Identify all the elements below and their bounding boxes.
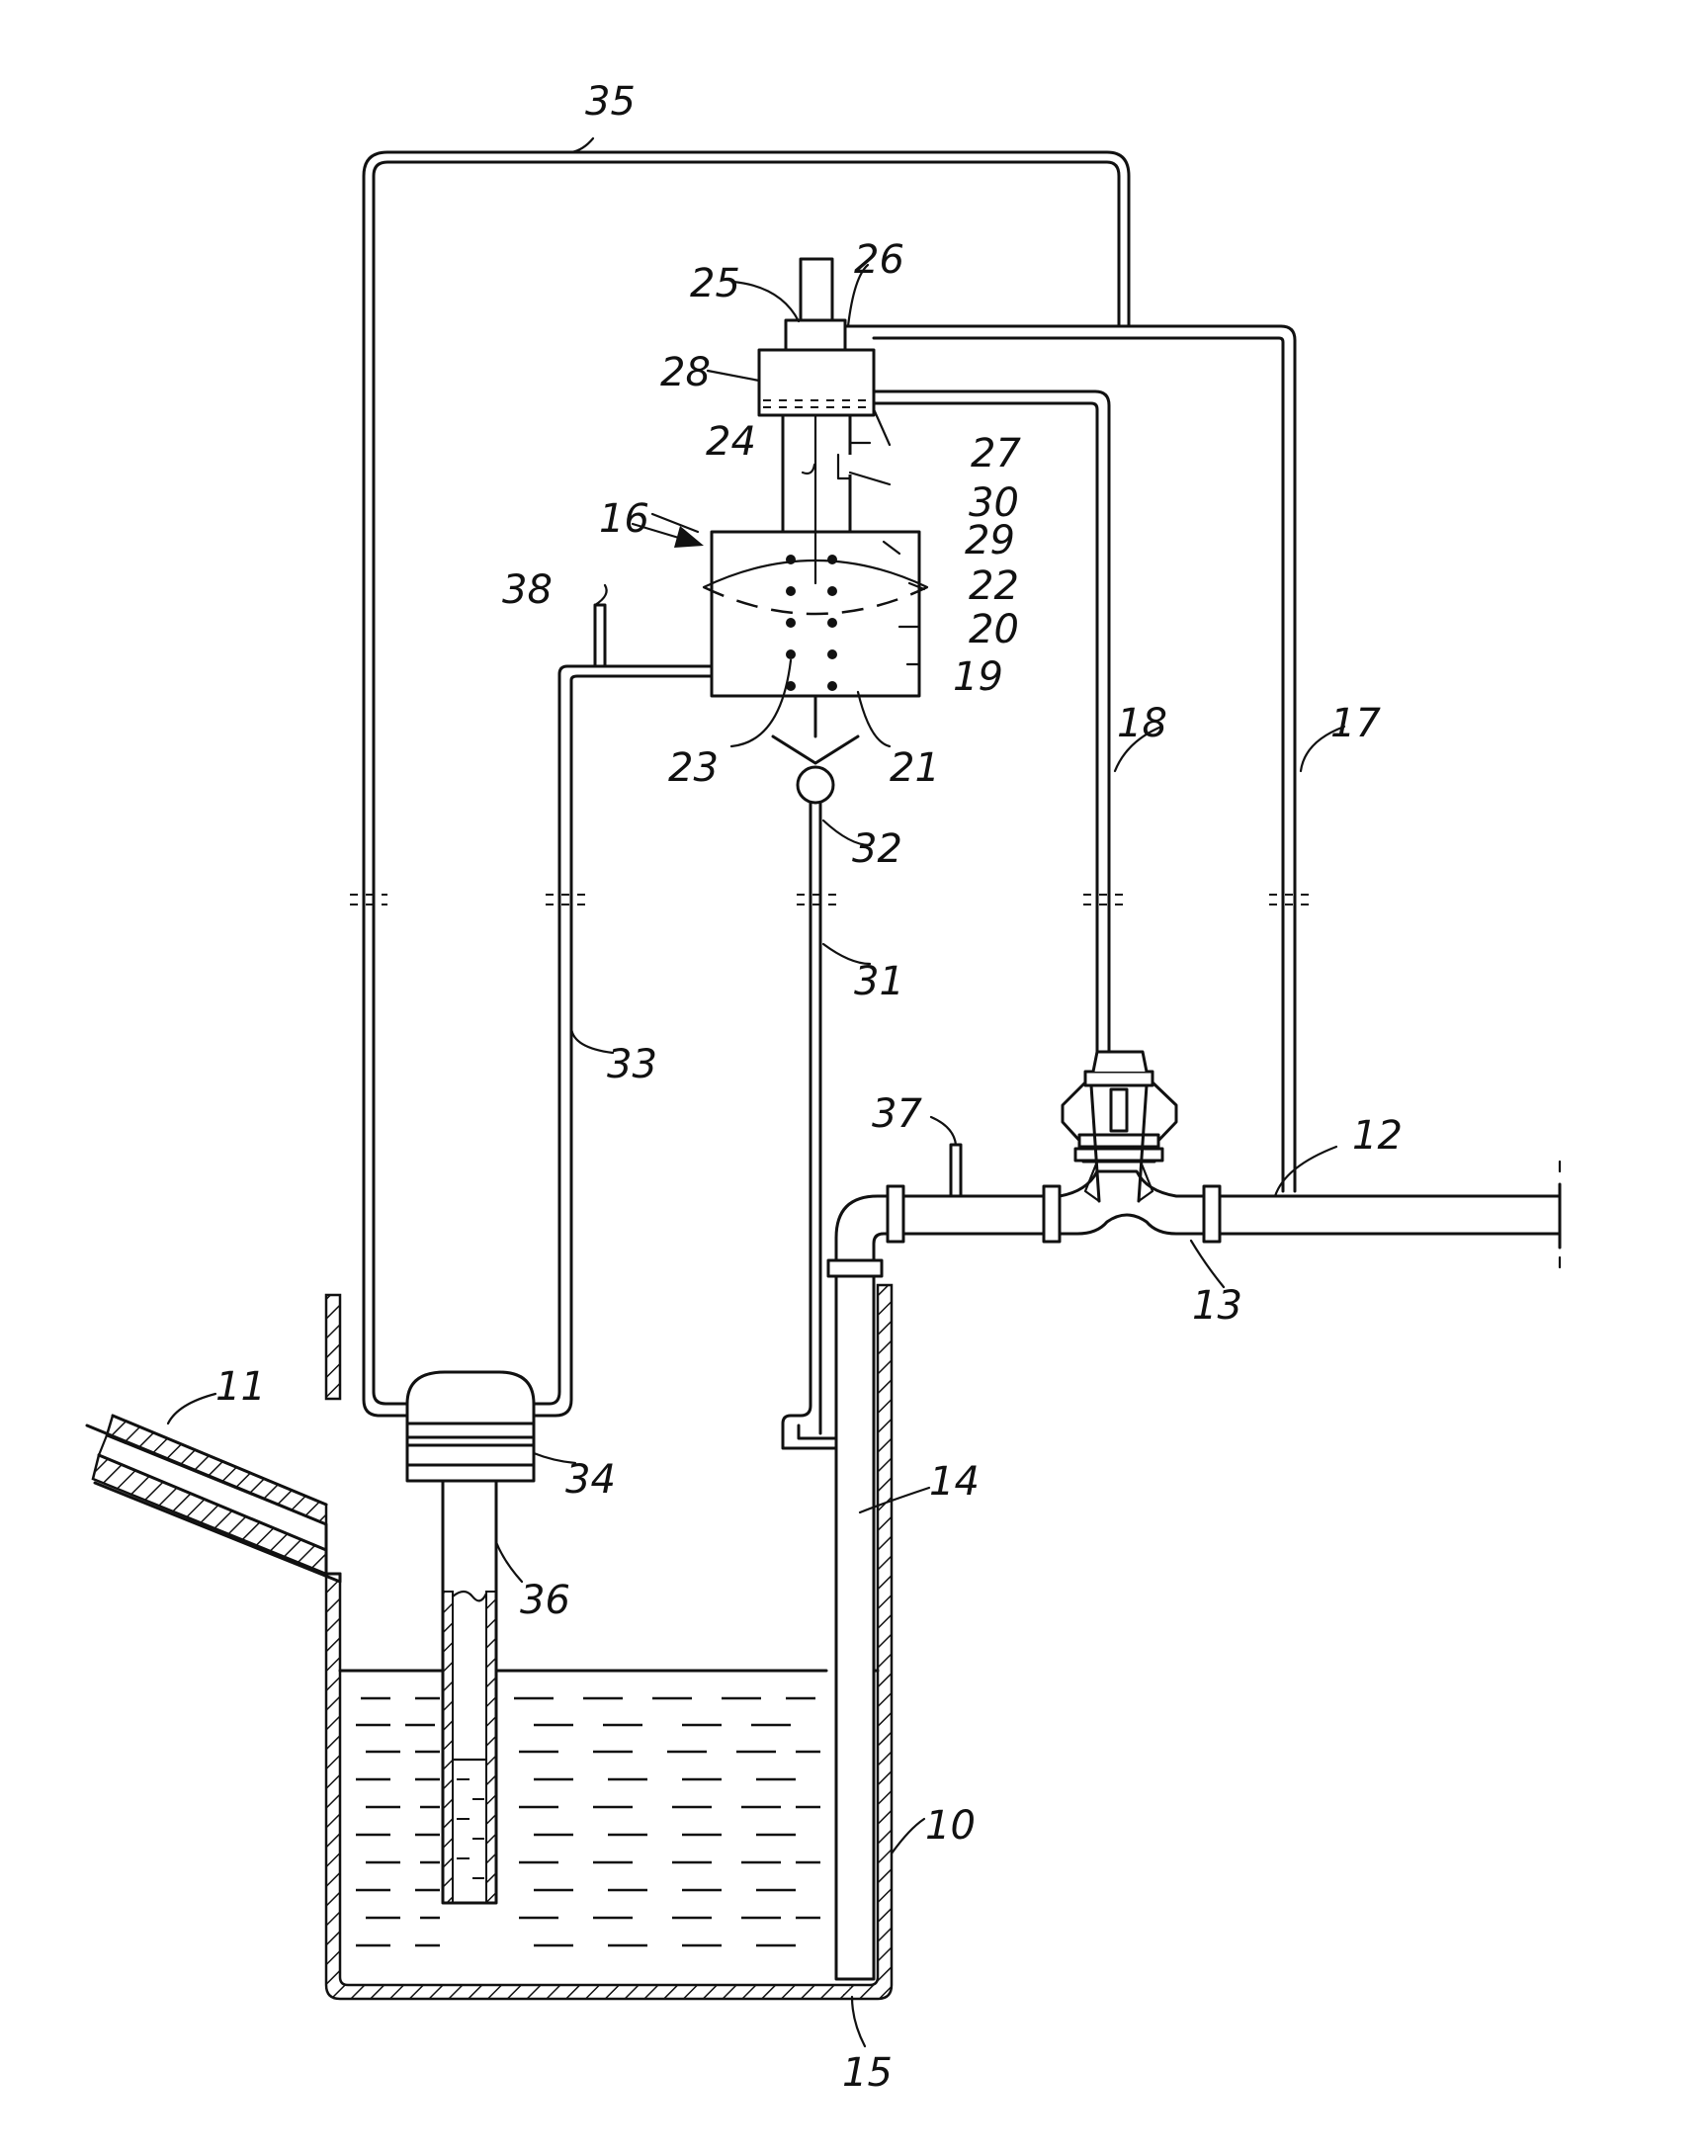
label-38: 38 — [502, 567, 553, 613]
label-36: 36 — [520, 1578, 570, 1623]
label-33: 33 — [607, 1042, 657, 1087]
label-34: 34 — [565, 1457, 616, 1503]
label-16: 16 — [599, 496, 649, 542]
label-19: 19 — [953, 654, 1003, 700]
pipe-17 — [843, 324, 1309, 1193]
label-21: 21 — [890, 745, 940, 791]
label-26: 26 — [854, 237, 904, 283]
label-15: 15 — [842, 2050, 893, 2096]
reference-numerals: 35 25 26 28 27 24 30 16 29 22 38 20 19 1… — [215, 79, 1403, 2096]
label-37: 37 — [872, 1091, 922, 1137]
label-25: 25 — [690, 261, 740, 306]
label-11: 11 — [215, 1364, 266, 1410]
label-12: 12 — [1352, 1113, 1403, 1159]
pipe-31 — [781, 801, 838, 1450]
label-27: 27 — [971, 431, 1021, 476]
label-14: 14 — [929, 1459, 980, 1505]
pipe-18 — [872, 389, 1123, 1164]
sensor-head — [405, 1370, 536, 1483]
control-valve — [702, 257, 929, 738]
arrow-16 — [631, 522, 704, 548]
pipe-35 — [350, 150, 1131, 1418]
outlet-valve-actuator — [1061, 1050, 1178, 1203]
label-28: 28 — [660, 350, 711, 395]
label-13: 13 — [1192, 1283, 1242, 1329]
label-10: 10 — [925, 1803, 976, 1849]
label-17: 17 — [1330, 701, 1381, 746]
leader-lines — [166, 136, 1346, 2048]
label-20: 20 — [969, 607, 1019, 652]
pipe-33 — [532, 603, 714, 1418]
label-22: 22 — [969, 563, 1019, 609]
tank — [85, 1283, 894, 2001]
label-35: 35 — [585, 79, 636, 125]
label-32: 32 — [852, 826, 902, 872]
check-valve — [771, 734, 860, 805]
sensor-tube — [441, 1476, 498, 1905]
liquid — [338, 1669, 880, 1947]
label-24: 24 — [706, 419, 756, 465]
outlet-pipe — [886, 1143, 1562, 1269]
label-18: 18 — [1117, 701, 1167, 746]
label-31: 31 — [854, 959, 904, 1004]
label-30: 30 — [969, 480, 1019, 526]
label-29: 29 — [965, 518, 1015, 563]
label-23: 23 — [668, 745, 719, 791]
suction-pipe — [826, 1194, 897, 1981]
